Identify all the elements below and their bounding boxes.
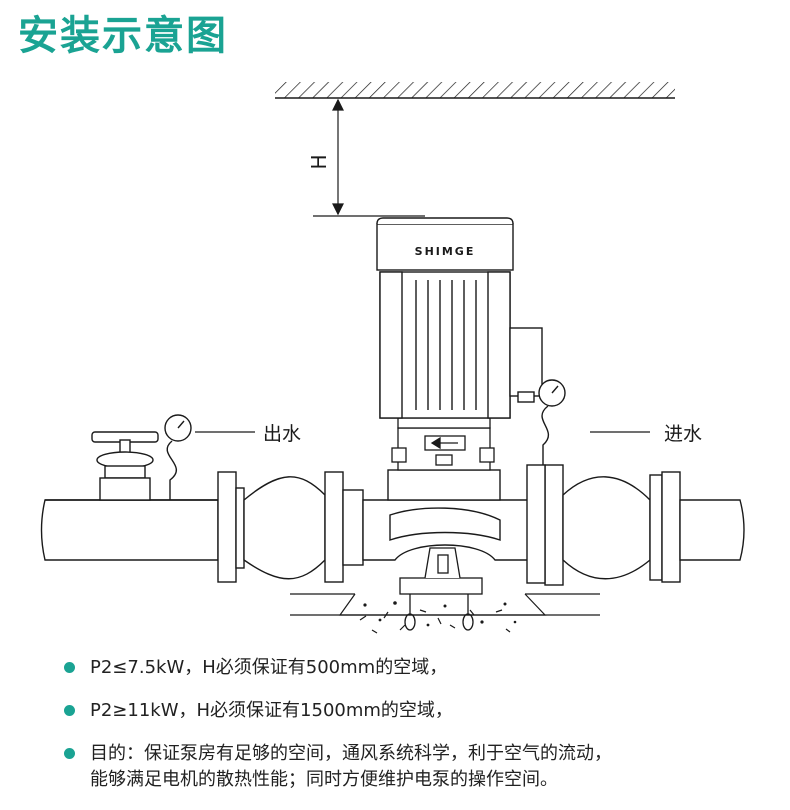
- page-title: 安装示意图: [18, 13, 228, 59]
- list-item: 目的：保证泵房有足够的空间，通风系统科学，利于空气的流动， 能够满足电机的散热性…: [60, 741, 780, 793]
- concrete-foundation: [359, 601, 517, 634]
- inlet-pressure-gauge: [538, 379, 650, 465]
- brand-label: SHIMGE: [415, 245, 476, 258]
- list-item: P2≥11kW，H必须保证有1500mm的空域，: [60, 698, 780, 724]
- dimension-h: [313, 98, 425, 217]
- inlet-label: 进水: [664, 423, 702, 445]
- ceiling: [275, 82, 675, 99]
- installation-diagram: H: [40, 82, 745, 634]
- pump-volute: [342, 464, 546, 584]
- outlet-pipe: [40, 471, 344, 583]
- outlet-label: 出水: [263, 423, 301, 445]
- inlet-pipe: [544, 464, 745, 586]
- bullet-dot-icon: [64, 748, 75, 759]
- notes-list: P2≤7.5kW，H必须保证有500mm的空域， P2≥11kW，H必须保证有1…: [60, 655, 780, 810]
- bullet-dot-icon: [64, 705, 75, 716]
- pump-base: [399, 547, 483, 595]
- pump-bracket: [391, 417, 495, 471]
- bullet-dot-icon: [64, 662, 75, 673]
- outlet-pressure-gauge: [164, 414, 255, 500]
- dimension-label: H: [307, 154, 331, 169]
- gate-valve: [91, 431, 159, 501]
- floor: [290, 593, 600, 616]
- list-item: P2≤7.5kW，H必须保证有500mm的空域，: [60, 655, 780, 681]
- motor: [376, 217, 543, 419]
